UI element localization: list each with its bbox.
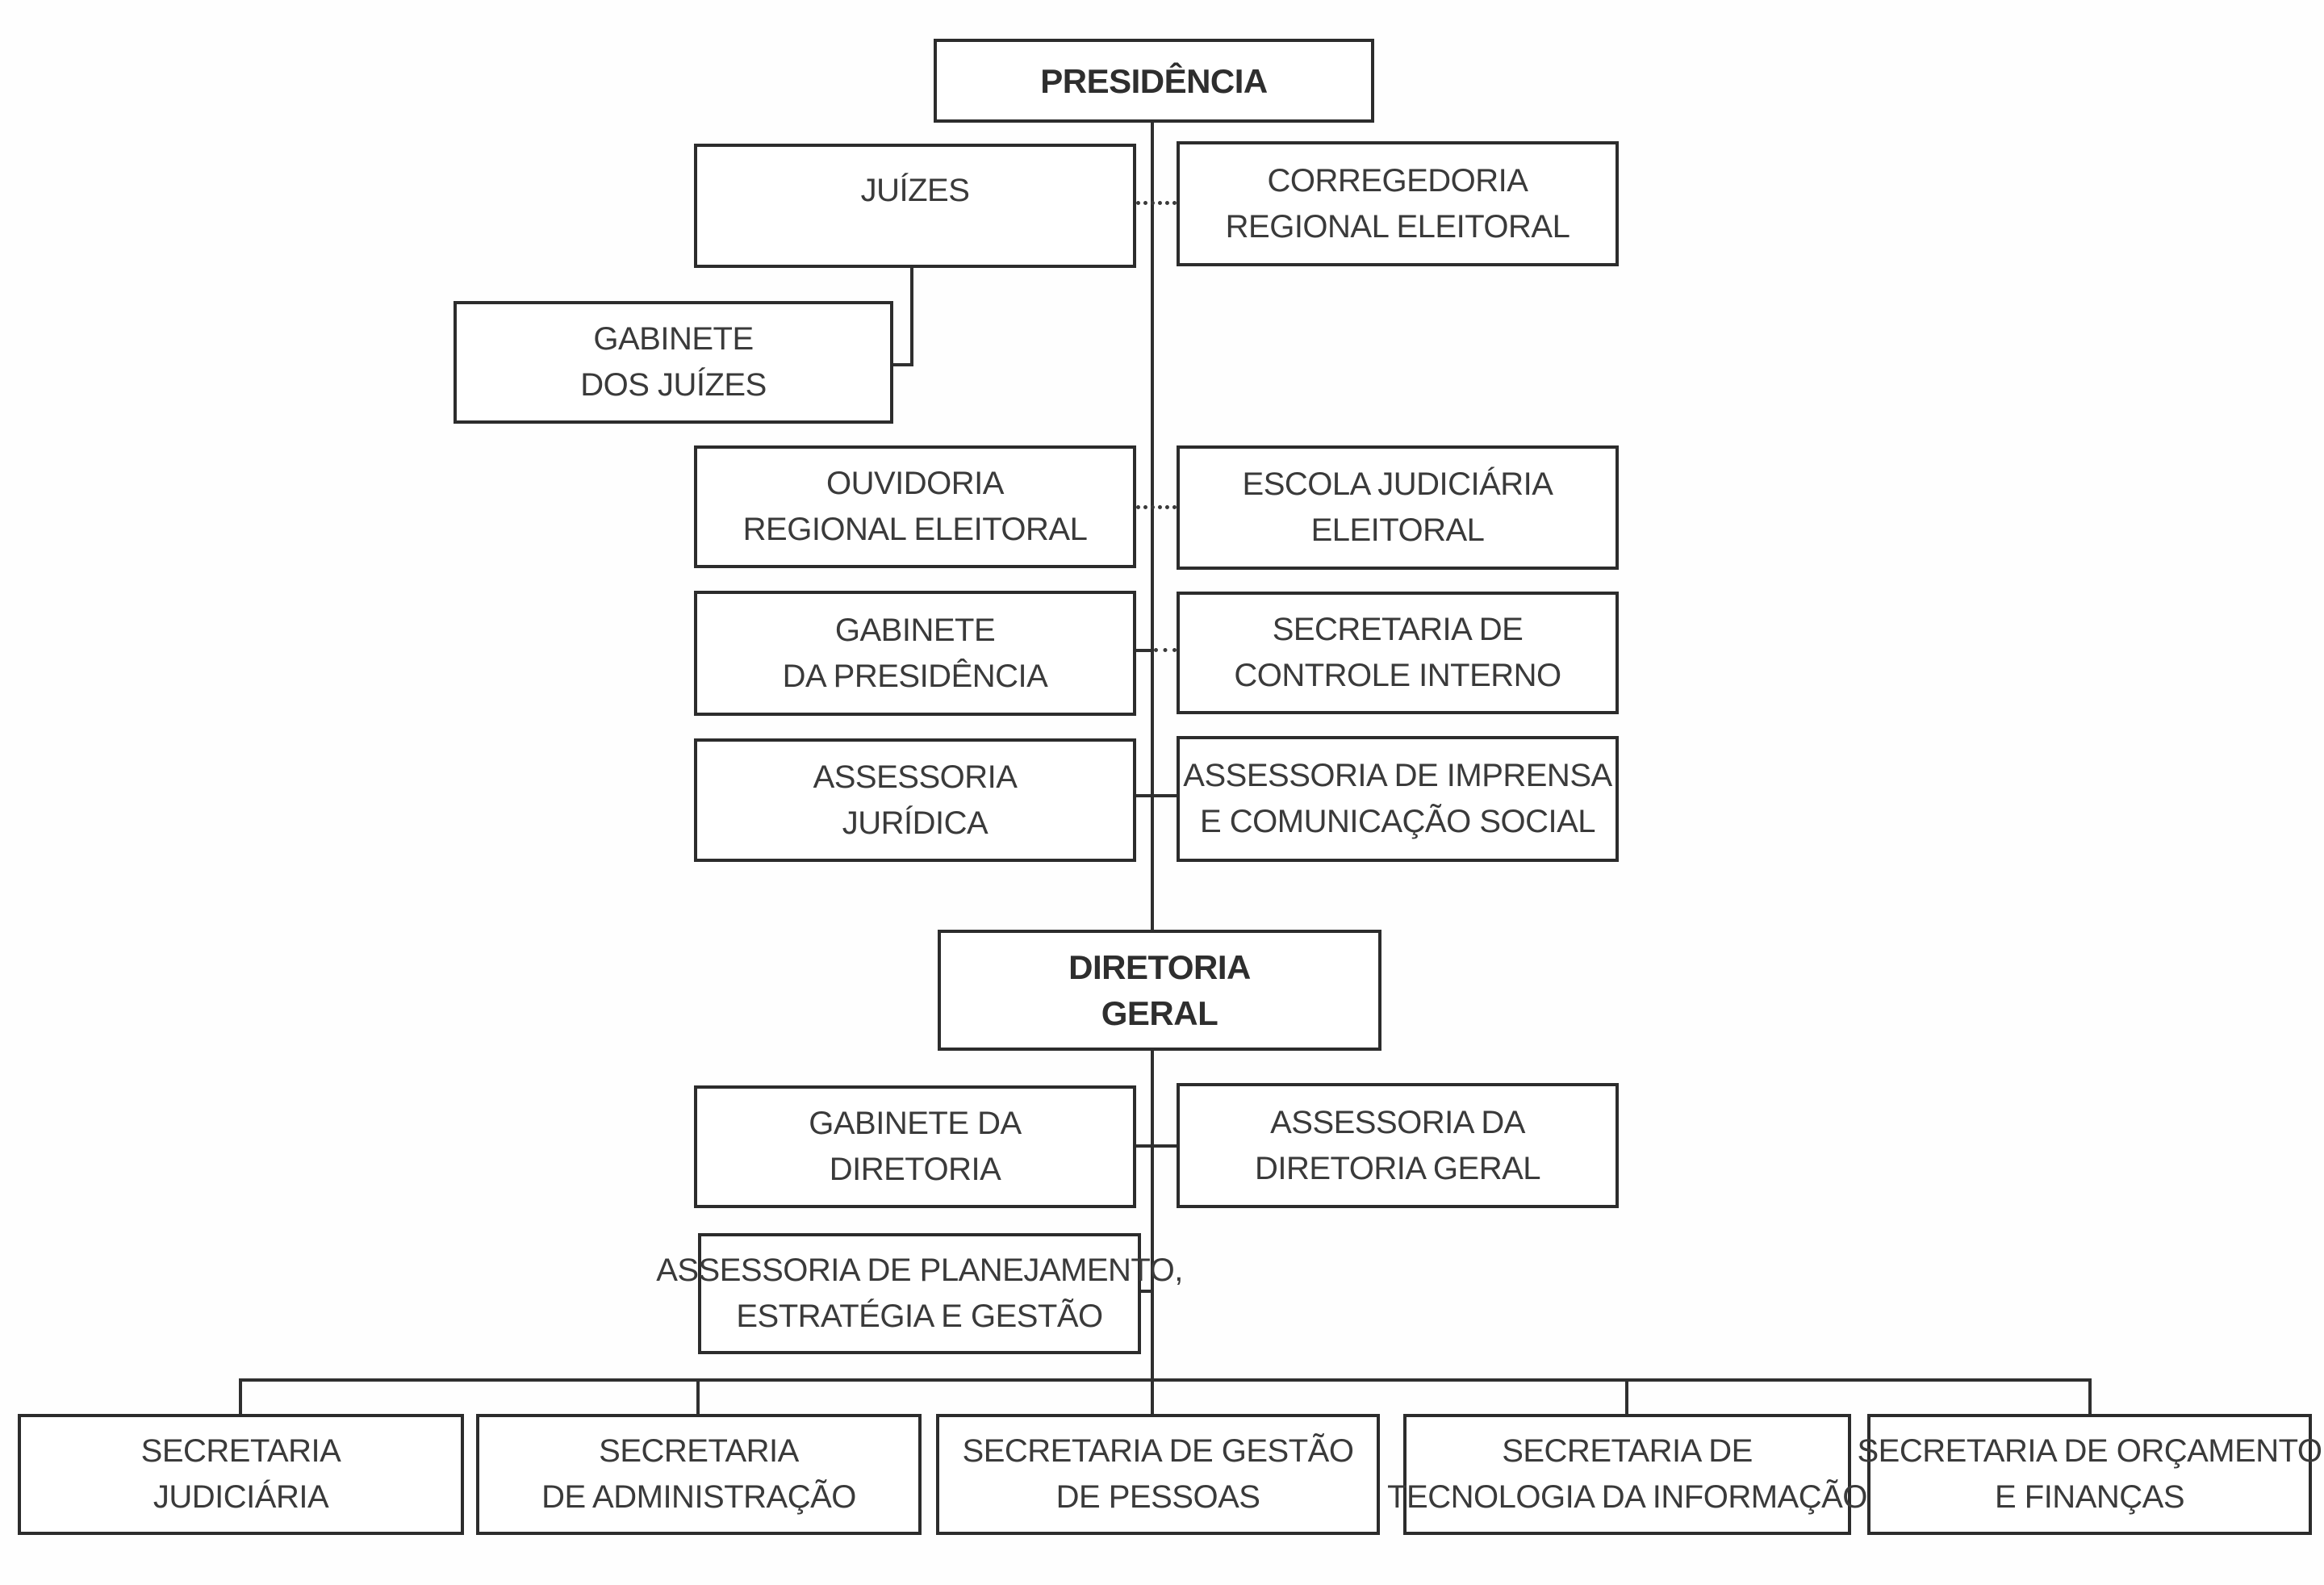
gabinete-diretoria-assessoria-connector (1136, 1144, 1177, 1148)
node-label-line: ELEITORAL (1310, 512, 1485, 548)
org-node-secretaria-judiciaria: SECRETARIA JUDICIÁRIA (18, 1414, 464, 1535)
juizes-gabinete-connector-vertical (910, 268, 913, 366)
bus-drop-administracao (696, 1378, 700, 1414)
bus-drop-judiciaria (239, 1378, 242, 1414)
bus-drop-gestao-pessoas (1151, 1382, 1154, 1414)
bus-drop-orcamento (2088, 1378, 2092, 1414)
node-label-line: DE PESSOAS (1055, 1479, 1260, 1515)
org-node-escola-judiciaria-eleitoral: ESCOLA JUDICIÁRIA ELEITORAL (1177, 445, 1619, 570)
node-label-line: ASSESSORIA DA (1270, 1104, 1525, 1140)
node-label-line: JUDICIÁRIA (153, 1479, 329, 1515)
org-node-secretaria-de-tecnologia-da-informacao: SECRETARIA DE TECNOLOGIA DA INFORMAÇÃO (1387, 1414, 1867, 1535)
node-label-line: DIRETORIA (829, 1152, 1001, 1187)
node-label-line: CORREGEDORIA (1267, 162, 1528, 199)
secretarias-bus-connector (239, 1378, 2092, 1382)
node-label-line: OUVIDORIA (826, 466, 1004, 501)
node-label-line: DA PRESIDÊNCIA (782, 658, 1048, 694)
node-label-line: SECRETARIA (140, 1433, 341, 1469)
org-node-gabinete-dos-juizes: GABINETE DOS JUÍZES (454, 301, 893, 424)
node-label-line: ASSESSORIA DE IMPRENSA (1183, 758, 1612, 793)
node-label-line: SECRETARIA DE ORÇAMENTO (1857, 1433, 2323, 1469)
node-label-line: REGIONAL ELEITORAL (742, 512, 1088, 547)
node-label-line: SECRETARIA DE (1502, 1433, 1753, 1469)
node-label-line: SECRETARIA DE GESTÃO (962, 1433, 1354, 1469)
node-label-line: ASSESSORIA DE PLANEJAMENTO, (656, 1253, 1183, 1288)
node-label-line: DOS JUÍZES (580, 367, 767, 403)
dotted-link-juizes-corregedoria (1136, 201, 1177, 205)
org-node-ouvidoria-regional-eleitoral: OUVIDORIA REGIONAL ELEITORAL (694, 445, 1136, 568)
node-label-line: CONTROLE INTERNO (1234, 658, 1561, 693)
org-node-assessoria-juridica: ASSESSORIA JURÍDICA (694, 738, 1136, 862)
org-node-gabinete-da-presidencia: GABINETE DA PRESIDÊNCIA (694, 591, 1136, 716)
node-label-line: DE ADMINISTRAÇÃO (541, 1479, 856, 1515)
node-label-line: TECNOLOGIA DA INFORMAÇÃO (1387, 1479, 1867, 1515)
node-label-line: DIRETORIA (1068, 948, 1251, 986)
node-label-line: SECRETARIA DE (1272, 612, 1524, 647)
node-label-line: GABINETE (834, 612, 996, 648)
node-label-line: ESCOLA JUDICIÁRIA (1242, 466, 1553, 502)
org-node-diretoria-geral: DIRETORIA GERAL (938, 930, 1381, 1051)
node-label-line: PRESIDÊNCIA (1040, 61, 1268, 100)
dotted-link-controle-interno (1154, 648, 1177, 652)
org-node-secretaria-de-controle-interno: SECRETARIA DE CONTROLE INTERNO (1177, 592, 1619, 714)
node-label-line: ESTRATÉGIA E GESTÃO (736, 1299, 1103, 1334)
org-node-juizes: JUÍZES (694, 144, 1136, 268)
org-node-gabinete-da-diretoria: GABINETE DA DIRETORIA (694, 1085, 1136, 1208)
bus-drop-tecnologia (1625, 1378, 1628, 1414)
node-label-line: GABINETE (593, 321, 754, 357)
apeg-trunk-connector (1139, 1290, 1152, 1293)
node-label-line: JURÍDICA (842, 805, 989, 841)
org-node-assessoria-de-planejamento-estrategia-e-gestao: ASSESSORIA DE PLANEJAMENTO, ESTRATÉGIA E… (656, 1233, 1183, 1354)
node-label-line: E FINANÇAS (1994, 1479, 2185, 1515)
node-label-line: SECRETARIA (599, 1433, 799, 1469)
node-label-line: E COMUNICAÇÃO SOCIAL (1199, 804, 1596, 839)
org-node-assessoria-da-diretoria-geral: ASSESSORIA DA DIRETORIA GERAL (1177, 1083, 1619, 1208)
org-node-secretaria-de-gestao-de-pessoas: SECRETARIA DE GESTÃO DE PESSOAS (936, 1414, 1380, 1535)
org-node-corregedoria-regional-eleitoral: CORREGEDORIA REGIONAL ELEITORAL (1177, 141, 1619, 266)
org-node-assessoria-de-imprensa-e-comunicacao-social: ASSESSORIA DE IMPRENSA E COMUNICAÇÃO SOC… (1177, 736, 1619, 862)
node-label-line: GERAL (1101, 994, 1218, 1032)
node-label-line: REGIONAL ELEITORAL (1225, 208, 1570, 245)
trunk-connector (1151, 123, 1154, 1382)
node-label-line: ASSESSORIA (813, 759, 1018, 795)
dotted-link-ouvidoria-escola (1136, 505, 1177, 509)
gabinete-presidencia-connector (1136, 649, 1154, 652)
juizes-gabinete-connector-horizontal (892, 363, 913, 366)
node-label-line: GABINETE DA (809, 1106, 1022, 1141)
node-label-line: DIRETORIA GERAL (1254, 1150, 1541, 1186)
node-label-line: JUÍZES (860, 173, 970, 208)
org-node-presidencia: PRESIDÊNCIA (934, 39, 1374, 123)
org-node-secretaria-de-administracao: SECRETARIA DE ADMINISTRAÇÃO (476, 1414, 922, 1535)
org-node-secretaria-de-orcamento-e-financas: SECRETARIA DE ORÇAMENTO E FINANÇAS (1858, 1414, 2322, 1535)
assessoria-juridica-imprensa-connector (1136, 794, 1177, 797)
